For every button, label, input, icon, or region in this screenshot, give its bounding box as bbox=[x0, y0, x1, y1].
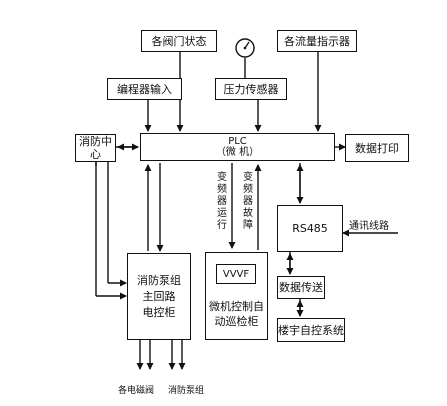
vfd-running-char: 频 bbox=[217, 184, 227, 195]
pump-cabinet-label: 消防泵组 主回路 电控柜 bbox=[137, 273, 181, 319]
fire-center-box: 消防中心 bbox=[75, 134, 116, 162]
vfd-fault-label: 变频器故障 bbox=[242, 172, 254, 232]
vfd-fault-char: 故 bbox=[243, 208, 253, 219]
vfd-fault-char: 器 bbox=[243, 196, 253, 207]
data-transfer-label: 数据传送 bbox=[279, 281, 323, 294]
valve-status-label: 各阀门状态 bbox=[151, 34, 207, 48]
vfd-fault-char: 频 bbox=[243, 184, 253, 195]
vvvf-box: VVVF bbox=[216, 264, 256, 284]
plc-title: PLC bbox=[228, 136, 247, 147]
data-print-label: 数据打印 bbox=[355, 141, 399, 155]
data-transfer-box: 数据传送 bbox=[277, 276, 325, 299]
pump-cabinet-box: 消防泵组 主回路 电控柜 bbox=[127, 253, 191, 340]
comm-line-label: 通讯线路 bbox=[349, 221, 389, 232]
output-pumps-label: 消防泵组 bbox=[168, 386, 205, 396]
vfd-running-char: 变 bbox=[217, 172, 227, 183]
flow-indicator-label: 各流量指示器 bbox=[284, 34, 350, 48]
rs485-box: RS485 bbox=[277, 205, 343, 252]
programmer-input-box: 编程器输入 bbox=[107, 78, 182, 100]
vfd-running-char: 器 bbox=[217, 196, 227, 207]
auto-patrol-label: 微机控制自 动巡检柜 bbox=[209, 300, 264, 328]
vfd-fault-char: 变 bbox=[243, 172, 253, 183]
valve-status-box: 各阀门状态 bbox=[141, 30, 217, 52]
building-automation-label: 楼宇自控系统 bbox=[278, 323, 344, 337]
rs485-label: RS485 bbox=[292, 222, 328, 235]
pressure-sensor-box: 压力传感器 bbox=[215, 78, 287, 100]
vfd-running-char: 行 bbox=[217, 220, 227, 231]
flow-indicator-box: 各流量指示器 bbox=[277, 30, 357, 52]
fire-center-label: 消防中心 bbox=[79, 135, 112, 161]
pressure-sensor-label: 压力传感器 bbox=[223, 82, 279, 96]
vfd-running-char: 运 bbox=[217, 208, 227, 219]
pressure-gauge-icon bbox=[235, 38, 255, 58]
programmer-input-label: 编程器输入 bbox=[117, 82, 172, 96]
building-automation-box: 楼宇自控系统 bbox=[277, 318, 345, 342]
vfd-fault-char: 障 bbox=[243, 220, 253, 231]
output-valves-label: 各电磁阀 bbox=[118, 386, 155, 396]
vvvf-label: VVVF bbox=[222, 268, 250, 280]
vfd-running-label: 变频器运行 bbox=[216, 172, 228, 232]
data-print-box: 数据打印 bbox=[345, 134, 409, 162]
plc-box: PLC （微 机） bbox=[140, 133, 335, 161]
plc-subtitle: （微 机） bbox=[215, 147, 260, 158]
